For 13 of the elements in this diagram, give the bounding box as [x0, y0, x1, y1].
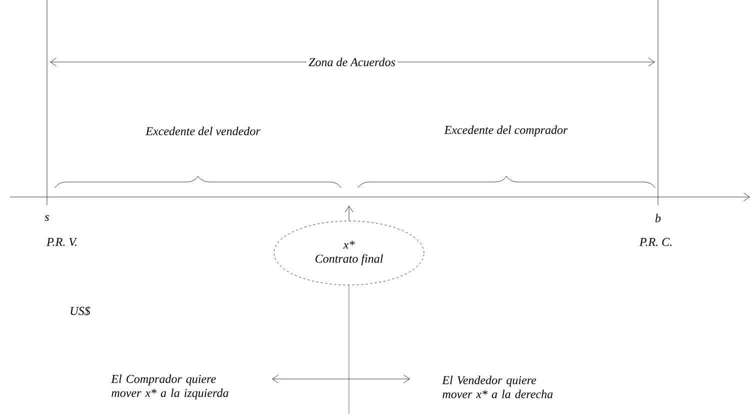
label: Excedente del comprador [444, 126, 568, 136]
note-text: El Comprador quiere mover x* a la izquierda [111, 374, 228, 400]
label: US$ [70, 306, 90, 316]
label: P.R. C. [639, 238, 672, 246]
note-text: El Vendedor quiere mover x* a la derecha [442, 376, 553, 398]
arrow [344, 206, 354, 221]
label: P.R. V. [46, 238, 78, 246]
label: s [44, 215, 49, 221]
label: b [655, 214, 661, 222]
arrow [272, 374, 410, 384]
label: Excedente del vendedor [146, 126, 260, 136]
label: Zona de Acuerdos [306, 56, 398, 68]
line [348, 285, 350, 414]
